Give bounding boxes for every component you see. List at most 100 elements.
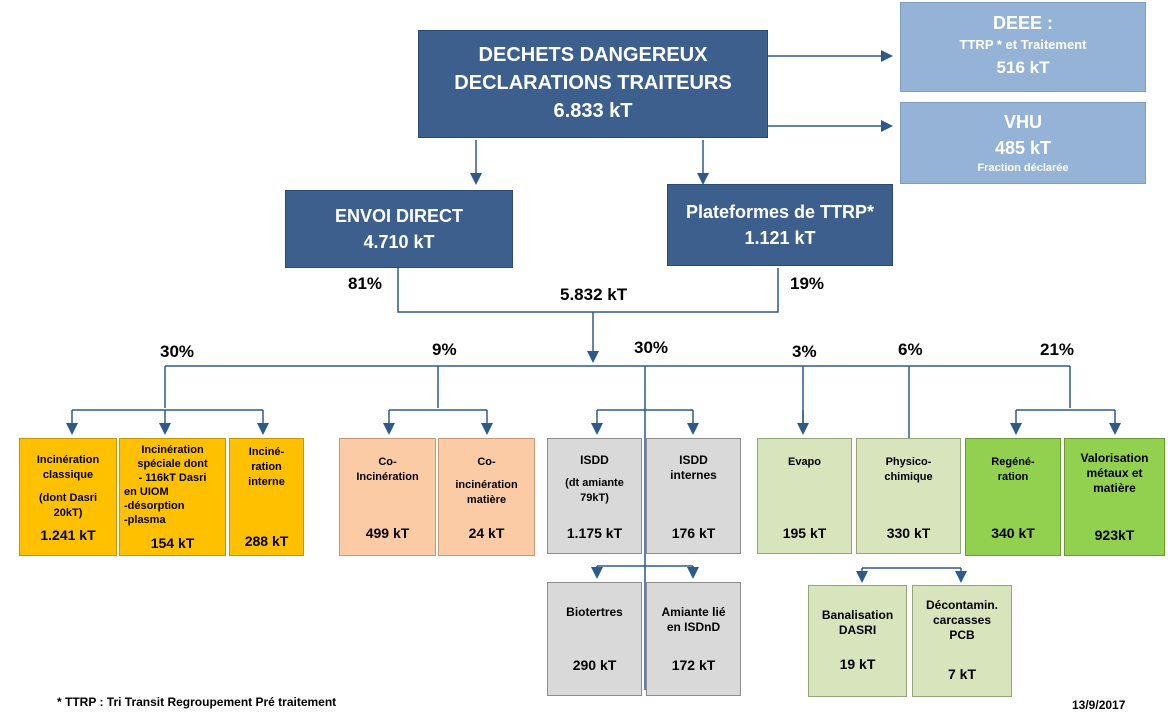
cell-banalisation-dasri: Banalisation DASRI 19 kT [808,585,907,697]
cell-regeneration: Regéné- ration 340 kT [965,438,1061,556]
physico-percent: 6% [898,340,923,359]
deee-box: DEEE : TTRP * et Traitement 516 kT [900,2,1146,92]
envoi-direct-box: ENVOI DIRECT 4.710 kT [285,190,513,268]
cell-value: 24 kT [468,525,505,541]
label-line: Banalisation [821,608,894,622]
label-line: Co- [477,456,496,468]
label-line: ration [997,471,1029,483]
cell-biotertres: Biotertres 290 kT [547,582,642,696]
cell-incineration-classique: Incinération classique (dont Dasri 20kT)… [19,438,117,556]
label-line: internes [670,468,717,482]
main-title-line1: DECHETS DANGEREUX [478,44,708,66]
label-line: carcasses [932,613,992,627]
cell-value: 176 kT [671,525,716,541]
cell-value: 340 kT [991,525,1035,541]
cell-value: 1.175 kT [566,525,623,541]
label-line: 79kT) [580,492,609,504]
label-line: Amiante lié [661,605,726,619]
vhu-value: 485 kT [994,138,1052,158]
cell-valorisation: Valorisation métaux et matière 923kT [1064,438,1165,556]
label-line: ISDD [580,453,609,467]
deee-subtitle: TTRP * et Traitement [959,37,1087,52]
label-line: métaux et [1086,466,1143,480]
merge-line [397,268,779,313]
label-line: Valorisation [1080,451,1149,465]
main-total-box: DECHETS DANGEREUX DECLARATIONS TRAITEURS… [418,30,768,138]
envoi-percent: 81% [348,274,383,293]
isdd-percent: 30% [634,338,669,357]
footnote: * TTRP : Tri Transit Regroupement Pré tr… [57,695,337,709]
cell-value: 1.241 kT [40,527,96,543]
cell-value: 290 kT [572,657,617,673]
cell-value: 923kT [1094,527,1135,543]
label-line: -plasma [124,514,166,526]
label-line: DASRI [838,623,877,637]
label-line: Incinération [36,454,100,466]
label-line: PCB [949,628,975,642]
main-title-line2: DECLARATIONS TRAITEURS [454,72,732,94]
label-line: chimique [884,471,933,483]
cell-value: 288 kT [244,533,289,549]
label-line: -désorption [124,500,185,512]
label-line: 20kT) [53,507,83,519]
coincineration-percent: 9% [432,340,457,359]
envoi-title: ENVOI DIRECT [334,206,463,226]
label-line: - 116kT Dasri [138,472,207,484]
label-line: ration [251,461,282,473]
cell-isdd-internes: ISDD internes 176 kT [646,438,741,554]
cell-value: 154 kT [150,535,195,551]
label-line: matière [1093,481,1136,495]
label-line: classique [42,469,94,481]
label-line: Biotertres [566,605,623,619]
label-line: (dt amiante [565,477,624,489]
cell-value: 195 kT [782,525,827,541]
label-line: (dont Dasri [38,492,98,504]
deee-value: 516 kT [996,58,1050,77]
plateformes-value: 1.121 kT [744,228,816,248]
label-line: spéciale dont [137,458,208,470]
cell-incineration-interne: Inciné- ration interne 288 kT [229,438,304,556]
deee-title: DEEE : [992,13,1053,33]
cell-value: 7 kT [947,666,976,682]
label-line: Inciné- [248,446,285,458]
plateformes-box: Plateformes de TTRP* 1.121 kT [667,184,893,266]
vhu-note: Fraction déclarée [977,162,1069,174]
cell-value: 19 kT [839,656,876,672]
cell-evapo: Evapo 195 kT [757,438,852,554]
total-treated: 5.832 kT [560,285,628,304]
envoi-value: 4.710 kT [363,232,435,252]
cell-value: 499 kT [365,525,410,541]
label-line: Incinération [356,471,419,483]
vhu-box: VHU 485 kT Fraction déclarée [900,102,1146,184]
cell-co-incineration: Co- Incinération 499 kT [339,438,436,556]
label-line: Incinération [141,444,204,456]
cell-value: 330 kT [886,525,931,541]
regeneration-percent: 21% [1040,340,1075,359]
cell-physico-chimique: Physico- chimique 330 kT [856,438,961,554]
main-value: 6.833 kT [553,100,633,122]
cell-incineration-speciale: Incinération spéciale dont - 116kT Dasri… [119,438,226,556]
cell-value: 172 kT [671,657,716,673]
date: 13/9/2017 [1072,698,1126,712]
label-line: Regéné- [991,456,1035,468]
plateformes-percent: 19% [790,274,825,293]
label-line: interne [248,476,285,488]
cell-isdd: ISDD (dt amiante 79kT) 1.175 kT [547,438,642,554]
plateformes-title: Plateformes de TTRP* [685,202,875,222]
label-line: Evapo [787,456,821,468]
cell-decontamination-pcb: Décontamin. carcasses PCB 7 kT [912,585,1012,697]
label-line: Co- [378,456,397,468]
cell-co-incineration-matiere: Co- incinération matière 24 kT [438,438,535,556]
label-line: Décontamin. [925,598,998,612]
incineration-percent: 30% [160,342,195,361]
label-line: matière [466,494,507,506]
evapo-percent: 3% [792,342,817,361]
label-line: Physico- [885,456,932,468]
label-line: ISDD [679,453,708,467]
label-line: incinération [455,479,518,491]
label-line: en UIOM [124,486,169,498]
cell-amiante-lie: Amiante lié en ISDnD 172 kT [646,582,741,696]
vhu-title: VHU [1003,112,1042,132]
label-line: en ISDnD [666,620,721,634]
